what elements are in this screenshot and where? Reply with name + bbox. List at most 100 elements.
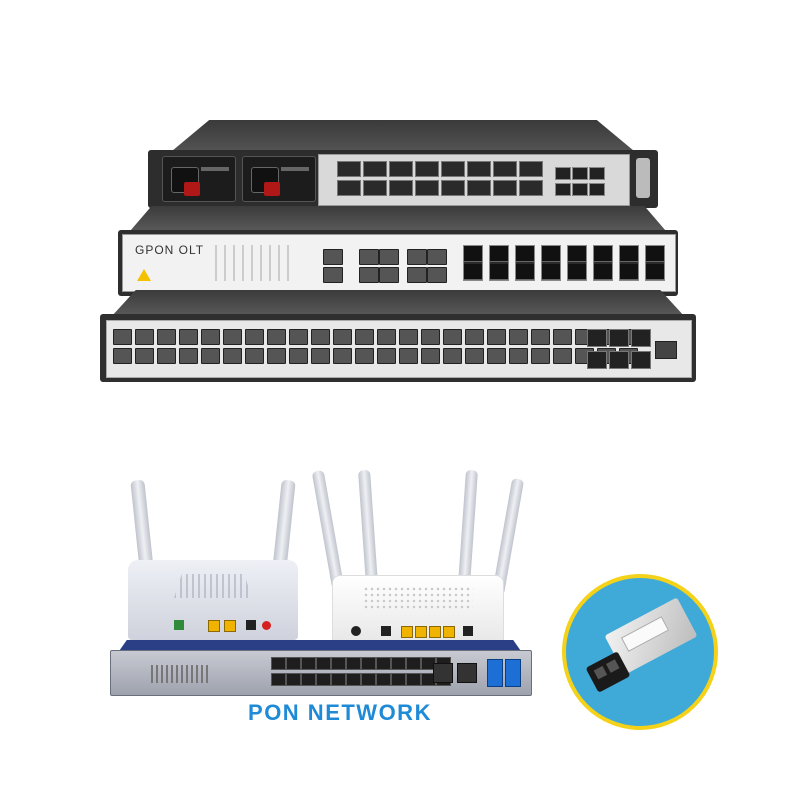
ethernet-ports [555, 167, 605, 196]
switch-sfp-ports [587, 329, 651, 369]
rj45-port [346, 657, 361, 670]
rj45-port [333, 348, 352, 364]
rj45-port [223, 329, 242, 345]
uplink-ports-b [407, 249, 447, 283]
power-switch-icon [264, 182, 280, 196]
rj45-port [331, 657, 346, 670]
rj45-port [376, 657, 391, 670]
rj45-port [113, 348, 132, 364]
rj45-port [223, 348, 242, 364]
rj45-port [443, 348, 462, 364]
power-supply-1 [162, 156, 236, 202]
rj45-port [289, 329, 308, 345]
antenna [311, 469, 345, 591]
antenna [458, 469, 478, 586]
rj45-port [531, 329, 550, 345]
rj45-port [487, 348, 506, 364]
rj45-port [245, 329, 264, 345]
access-switch [110, 640, 532, 696]
power-switch-icon [184, 182, 200, 196]
rj45-port [391, 657, 406, 670]
access-switch-ports [271, 657, 451, 686]
olt-chassis-rear [148, 120, 658, 208]
router-grille [363, 586, 473, 610]
router-vent [174, 574, 252, 598]
rj45-port [179, 329, 198, 345]
rj45-port [509, 329, 528, 345]
rj45-port [406, 657, 421, 670]
lan-port [443, 626, 455, 638]
rj45-port [487, 329, 506, 345]
gpon-olt-label: GPON OLT [135, 243, 205, 257]
chassis-rear-panel [148, 150, 658, 208]
lan-port [429, 626, 441, 638]
rj45-port [553, 329, 572, 345]
rj45-port [316, 657, 331, 670]
management-ports [323, 249, 343, 283]
switch-front-panel [106, 320, 692, 378]
access-switch-leds [151, 665, 211, 683]
rj45-port [355, 329, 374, 345]
lan-port [401, 626, 413, 638]
rj45-port [267, 348, 286, 364]
rj45-port-grid [113, 329, 638, 364]
rj45-port [157, 348, 176, 364]
rj45-port [361, 673, 376, 686]
chassis-top-cover [168, 120, 638, 154]
rj45-port [271, 657, 286, 670]
switch-front-frame [100, 314, 696, 382]
power-port [246, 620, 256, 630]
rj45-port [201, 329, 220, 345]
rj45-port [267, 329, 286, 345]
lan-port [208, 620, 220, 632]
ethernet-switch-48port [100, 290, 696, 382]
lan-port [224, 620, 236, 632]
rj45-port [179, 348, 198, 364]
rj45-port [245, 348, 264, 364]
rj45-port [113, 329, 132, 345]
rj45-port [331, 673, 346, 686]
rj45-port [361, 657, 376, 670]
laser-warning-icon [137, 269, 151, 281]
reset-button-icon [262, 621, 271, 630]
access-switch-top [118, 640, 522, 652]
rj45-port [135, 348, 154, 364]
sfp-module-badge [562, 574, 718, 730]
antenna [358, 469, 378, 586]
rj45-port [286, 657, 301, 670]
rj45-port [376, 673, 391, 686]
power-port [463, 626, 473, 636]
rj45-port [391, 673, 406, 686]
gpon-olt-unit: GPON OLT [118, 206, 678, 296]
rj45-port [399, 348, 418, 364]
rj45-port [301, 657, 316, 670]
rj45-port [157, 329, 176, 345]
rj45-port [333, 329, 352, 345]
rj45-port [346, 673, 361, 686]
access-switch-sfp [457, 663, 477, 683]
uplink-ports-a [359, 249, 399, 283]
rj45-port [135, 329, 154, 345]
usb-port [381, 626, 391, 636]
access-switch-uplink [505, 659, 521, 687]
switch-top-cover [111, 290, 685, 316]
coax-port [351, 626, 361, 636]
rj45-port [465, 329, 484, 345]
rj45-port [509, 348, 528, 364]
rj45-port [399, 329, 418, 345]
rj45-port [465, 348, 484, 364]
rj45-port [271, 673, 286, 686]
pon-sfp-ports [463, 245, 665, 281]
lan-port [415, 626, 427, 638]
rj45-port [553, 348, 572, 364]
rj45-port [311, 348, 330, 364]
gpon-top-cover [129, 206, 667, 232]
rj45-port [286, 673, 301, 686]
rj45-port [421, 348, 440, 364]
gpon-front-frame: GPON OLT [118, 230, 678, 296]
status-led-block [215, 245, 295, 281]
console-port [655, 341, 677, 359]
rj45-port [316, 673, 331, 686]
rj45-port [531, 348, 550, 364]
rj45-port [421, 329, 440, 345]
